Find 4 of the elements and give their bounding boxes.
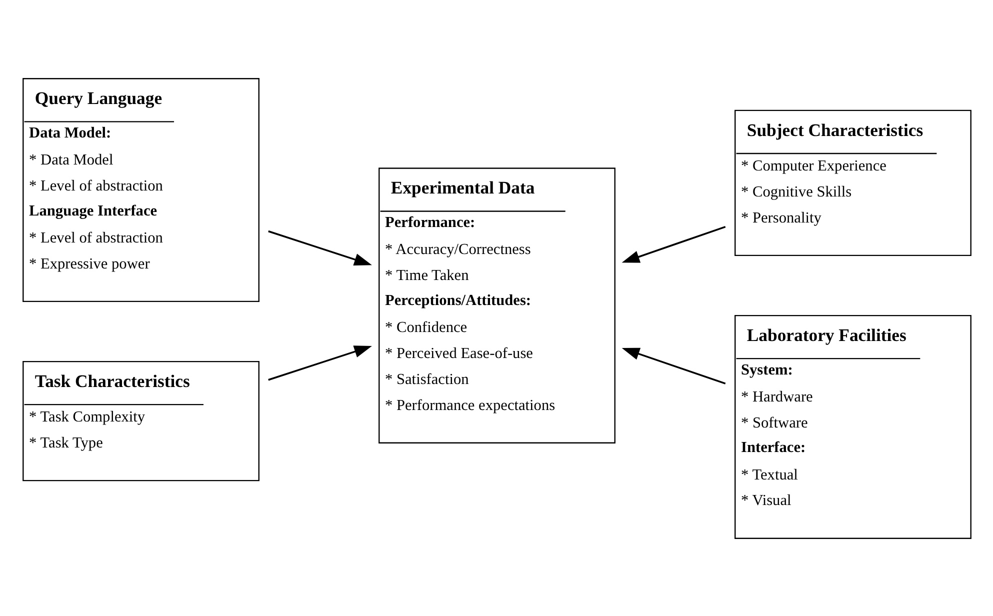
arrow bbox=[268, 345, 372, 380]
arrow bbox=[621, 347, 726, 384]
arrow bbox=[268, 230, 372, 265]
arrow bbox=[621, 225, 726, 262]
